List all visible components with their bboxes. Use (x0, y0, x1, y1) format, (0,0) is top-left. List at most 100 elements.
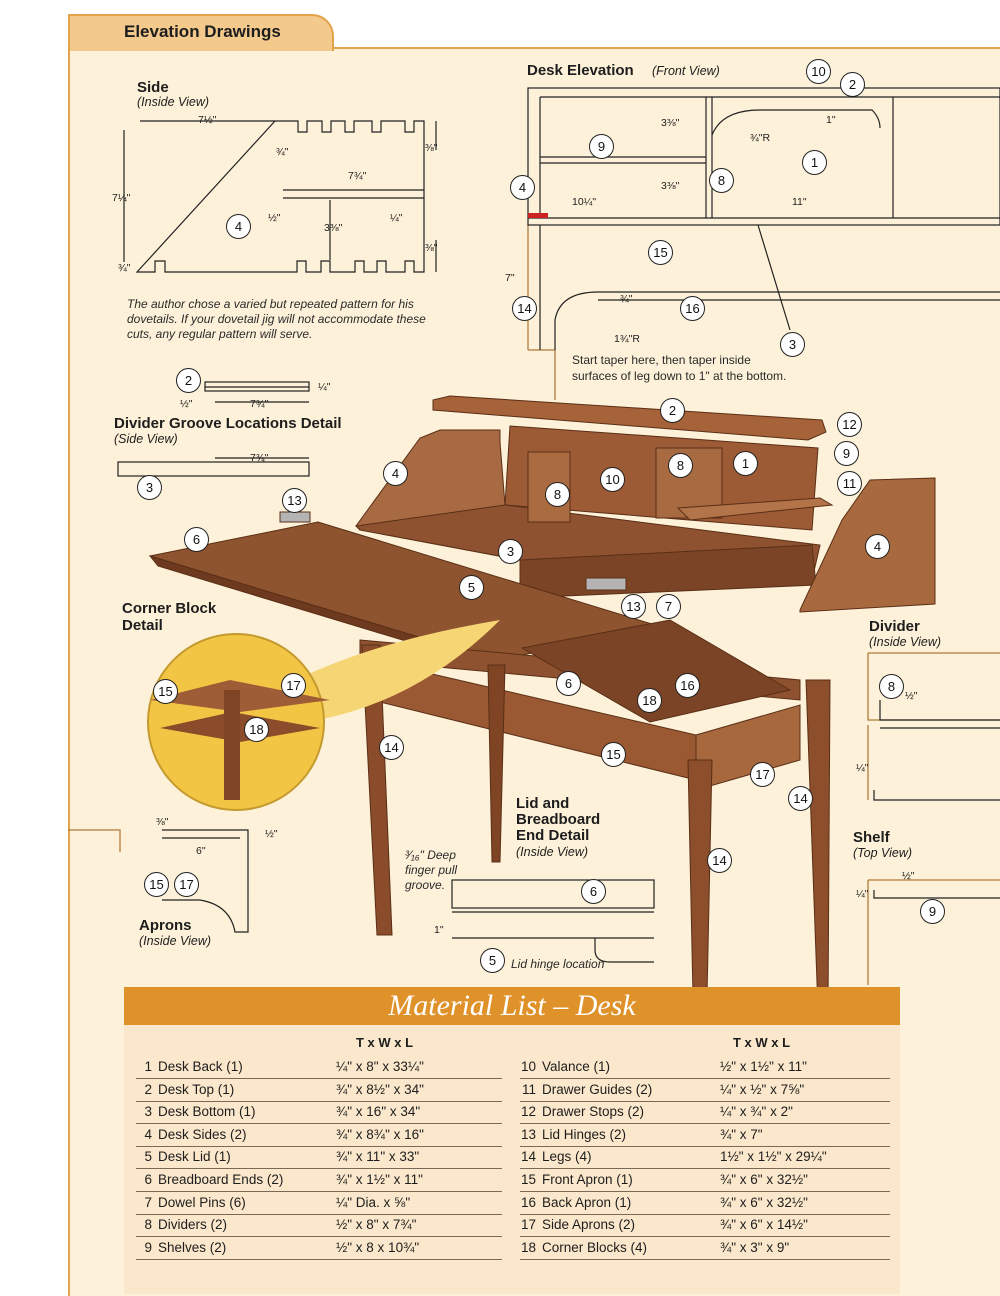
material-part: Desk Top (1) (158, 1082, 235, 1097)
shelf-title: Shelf (853, 829, 890, 846)
callout-1-elev: 1 (802, 150, 827, 175)
finger-note-3: groove. (405, 878, 446, 892)
dim-side-gap: 3⅜" (324, 222, 343, 234)
material-num: 15 (520, 1172, 536, 1187)
material-list-header-bar (124, 987, 900, 1025)
dim-divider-1-4: ¼" (856, 762, 869, 774)
leader-lines (68, 225, 1000, 985)
material-size: ¾" x 7" (720, 1127, 763, 1142)
callout-5-lid: 5 (459, 575, 484, 600)
callout-2-carcass: 2 (660, 398, 685, 423)
lid-breadboard-subtitle: (Inside View) (516, 845, 589, 859)
callout-2-groove: 2 (176, 368, 201, 393)
callout-4-elev: 4 (510, 175, 535, 200)
callout-2-elev: 2 (840, 72, 865, 97)
material-num: 3 (144, 1104, 152, 1119)
callout-17-apron: 17 (174, 872, 199, 897)
material-size: ¼" x 8" x 33¼" (336, 1059, 424, 1074)
callout-9-carcass: 9 (834, 441, 859, 466)
material-num: 1 (144, 1059, 152, 1074)
callout-14-elev: 14 (512, 296, 537, 321)
material-part: Legs (4) (542, 1149, 592, 1164)
callout-9-shelf: 9 (920, 899, 945, 924)
callout-14-leg-b: 14 (788, 786, 813, 811)
callout-8-carcass-b: 8 (545, 482, 570, 507)
dim-elev-bottom: 3⅜" (661, 180, 680, 192)
dovetail-note-1: The author chose a varied but repeated p… (127, 297, 414, 311)
callout-8-elev: 8 (709, 168, 734, 193)
dim-elev-top: 3⅜" (661, 117, 680, 129)
divider-groove-drawing (117, 381, 310, 477)
taper-note-1: Start taper here, then taper inside (572, 353, 751, 367)
callout-4-side: 4 (226, 214, 251, 239)
callout-15-elev: 15 (648, 240, 673, 265)
material-size: ¾" x 6" x 32½" (720, 1195, 808, 1210)
dim-elev-7: 7" (505, 272, 515, 284)
material-part: Drawer Stops (2) (542, 1104, 645, 1119)
material-part: Desk Sides (2) (158, 1127, 247, 1142)
dim-groove-1-4: ¼" (318, 381, 331, 393)
callout-9-elev: 9 (589, 134, 614, 159)
shelf-subtitle: (Top View) (853, 846, 913, 860)
divider-groove-title: Divider Groove Locations Detail (114, 415, 342, 432)
dim-side-1-4: ¼" (390, 212, 403, 224)
callout-18-base: 18 (637, 688, 662, 713)
material-part: Desk Bottom (1) (158, 1104, 256, 1119)
material-num: 18 (520, 1240, 536, 1255)
dim-apron-6: 6" (196, 845, 206, 857)
callout-1-carcass: 1 (733, 451, 758, 476)
material-part: Shelves (2) (158, 1240, 227, 1255)
callout-3-carcass: 3 (498, 539, 523, 564)
side-view-subtitle: (Inside View) (137, 95, 210, 109)
material-size: ¾" x 6" x 32½" (720, 1172, 808, 1187)
material-size: 1½" x 1½" x 29¼" (720, 1149, 827, 1164)
dovetail-note-2: dovetails. If your dovetail jig will not… (127, 312, 426, 326)
side-view-title: Side (137, 79, 169, 96)
material-size: ¼" x ½" x 7⅝" (720, 1082, 805, 1097)
material-list-col-header-right: T x W x L (733, 1035, 791, 1050)
material-num: 16 (520, 1195, 536, 1210)
dim-elev-radius: ¾"R (750, 132, 771, 144)
callout-10-elev: 10 (806, 59, 831, 84)
callout-14-leg-c: 14 (707, 848, 732, 873)
desk-elevation-title: Desk Elevation (527, 62, 634, 79)
dim-apron-1-2: ½" (265, 828, 278, 840)
dim-side-shelf: 7¾" (348, 170, 367, 182)
material-num: 10 (520, 1059, 536, 1074)
material-num: 17 (520, 1217, 536, 1232)
aprons-drawing (162, 829, 249, 933)
material-size: ½" x 1½" x 11" (720, 1059, 807, 1074)
material-part: Dowel Pins (6) (158, 1195, 246, 1210)
material-num: 8 (144, 1217, 152, 1232)
header-tab (68, 14, 334, 51)
material-part: Back Apron (1) (542, 1195, 632, 1210)
divider-subtitle: (Inside View) (869, 635, 942, 649)
lid-breadboard-title-3: End Detail (516, 827, 590, 844)
aprons-title: Aprons (139, 917, 192, 934)
divider-title: Divider (869, 618, 920, 635)
material-size: ¾" x 8¾" x 16" (336, 1127, 424, 1142)
callout-11-carcass: 11 (837, 471, 862, 496)
material-part: Lid Hinges (2) (542, 1127, 627, 1142)
corner-block-title-1: Corner Block (122, 600, 217, 617)
callout-8-divider: 8 (879, 674, 904, 699)
callout-13-lid: 13 (282, 488, 307, 513)
callout-17-corner: 17 (281, 673, 306, 698)
material-size: ¼" x ¾" x 2" (720, 1104, 793, 1119)
lid-breadboard-title-1: Lid and (516, 795, 570, 812)
callout-6-base: 6 (556, 671, 581, 696)
dim-side-width: 7½" (198, 114, 217, 126)
lid-breadboard-title-2: Breadboard (516, 811, 601, 828)
elevation-marker (528, 213, 548, 218)
material-num: 14 (520, 1149, 536, 1164)
